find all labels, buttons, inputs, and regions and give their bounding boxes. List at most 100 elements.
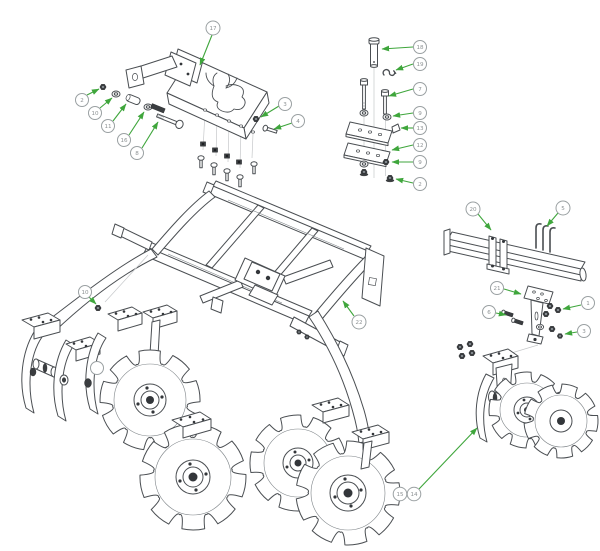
hex-bolt-long	[360, 78, 368, 110]
notched-disc-wheel	[295, 440, 401, 546]
gang-bracket	[107, 306, 143, 332]
leader-2a	[86, 88, 100, 96]
gang-bracket	[311, 397, 350, 424]
leader-18	[381, 45, 414, 52]
hitch-pin-stack	[343, 37, 401, 183]
gang-bracket	[21, 312, 61, 340]
callouts: 17 2 10 11 16 8 3 4 18 19 7 9 13 12 9 2 …	[75, 20, 595, 502]
toolbar-tube	[443, 228, 587, 282]
gang-bracket	[171, 411, 212, 439]
flange-lock-nut	[385, 174, 395, 183]
disc-blade-edge	[21, 331, 43, 414]
u-bolts	[535, 223, 556, 253]
hex-bolt	[381, 89, 389, 115]
svg-text:11: 11	[104, 124, 112, 130]
svg-text:9: 9	[418, 160, 422, 166]
callout-4: 4	[291, 114, 305, 128]
notched-disc-wheel	[139, 423, 247, 531]
leader-21	[503, 288, 522, 295]
leader-6	[495, 310, 507, 317]
flat-washer	[359, 160, 369, 168]
leader-11	[112, 103, 127, 122]
svg-text:18: 18	[416, 45, 424, 51]
svg-text:3: 3	[582, 329, 586, 335]
washer-ring	[90, 361, 104, 375]
hex-bolt	[156, 113, 184, 129]
svg-text:5: 5	[561, 206, 565, 212]
svg-text:1: 1	[586, 301, 590, 307]
deer-plate-assembly	[99, 48, 278, 188]
callout-3b: 3	[577, 324, 591, 338]
callout-16: 16	[117, 133, 131, 147]
callout-2a: 2	[75, 93, 89, 107]
leader-22	[342, 300, 355, 317]
leader-3a	[260, 105, 280, 118]
flat-washer	[359, 109, 369, 117]
toolbar-assembly	[443, 223, 587, 345]
svg-text:15: 15	[396, 492, 404, 498]
svg-text:16: 16	[120, 138, 128, 144]
leader-10a	[99, 97, 113, 109]
svg-text:10: 10	[81, 290, 89, 296]
callout-9a: 9	[413, 106, 427, 120]
callout-21: 21	[490, 281, 504, 295]
callout-11: 11	[101, 119, 115, 133]
callout-14: 14	[406, 486, 422, 502]
gang-bracket-with-strut	[351, 424, 390, 470]
callout-18: 18	[413, 40, 427, 54]
disc-blade-edge	[84, 332, 107, 415]
callout-10b: 10	[78, 285, 92, 299]
hitch-pin	[368, 37, 380, 68]
leader-1	[562, 304, 582, 311]
gang-bracket-with-strut	[142, 304, 178, 357]
leader-17	[199, 34, 213, 66]
svg-text:20: 20	[469, 207, 477, 213]
leader-9a	[392, 112, 414, 118]
flange-lock-nut	[359, 168, 369, 177]
callout-17: 17	[205, 20, 221, 36]
callout-9b: 9	[413, 155, 427, 169]
callout-6: 6	[482, 305, 496, 319]
svg-text:7: 7	[418, 87, 422, 93]
svg-text:10: 10	[91, 111, 99, 117]
right-disc-gang	[456, 340, 599, 459]
callout-12: 12	[413, 138, 427, 152]
svg-text:17: 17	[209, 26, 217, 32]
leader-15-14	[418, 427, 478, 490]
small-lock-nut	[94, 304, 102, 312]
svg-text:22: 22	[355, 320, 362, 326]
right-side-plate	[310, 247, 385, 325]
svg-text:9: 9	[418, 111, 422, 117]
callout-22: 22	[351, 314, 367, 330]
leader-16	[128, 111, 145, 136]
callout-20: 20	[465, 201, 481, 217]
left-side-plate	[151, 190, 216, 256]
construction-lines	[202, 111, 254, 169]
svg-text:8: 8	[135, 151, 139, 157]
leader-4	[273, 122, 293, 130]
callout-1: 1	[581, 296, 595, 310]
hub-spool	[32, 358, 58, 378]
shank-bracket	[523, 285, 554, 345]
callout-8: 8	[130, 146, 144, 160]
carriage-bolts-small	[501, 309, 524, 326]
callout-19: 19	[413, 57, 427, 71]
leader-3b	[564, 330, 578, 336]
leader-12	[391, 144, 414, 152]
center-clevis	[199, 257, 334, 306]
callout-7: 7	[413, 82, 427, 96]
lock-nuts-scattered	[456, 340, 476, 360]
svg-text:3: 3	[283, 102, 287, 108]
svg-text:14: 14	[410, 492, 418, 498]
lock-nuts	[542, 302, 562, 318]
front-left-stub-tube	[111, 223, 153, 251]
svg-text:21: 21	[493, 286, 501, 292]
hair-pin-clip	[382, 69, 397, 77]
svg-text:2: 2	[418, 182, 422, 188]
leader-lines	[86, 34, 582, 490]
left-disc-gang	[21, 304, 247, 531]
edge-nut	[252, 115, 260, 123]
svg-text:13: 13	[416, 126, 424, 132]
